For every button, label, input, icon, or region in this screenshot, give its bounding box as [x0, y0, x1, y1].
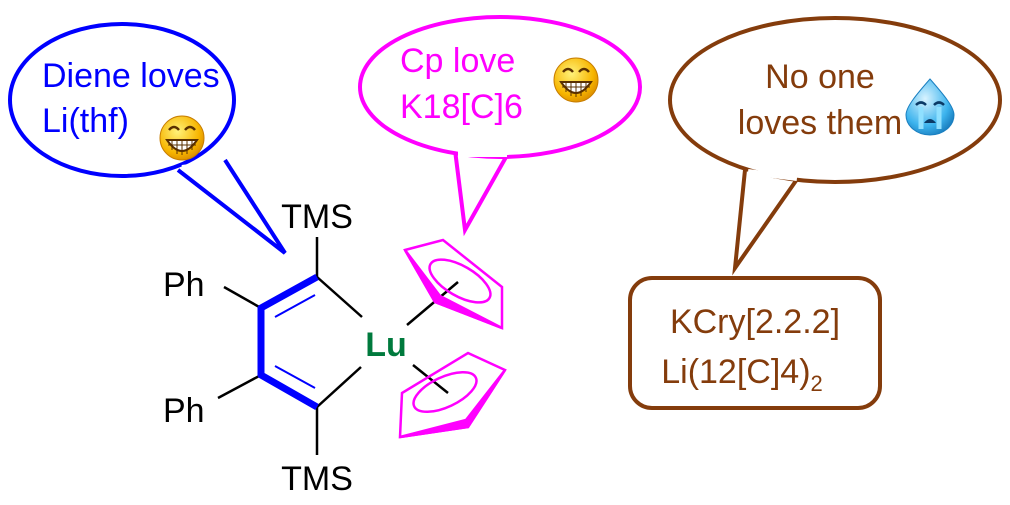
diene-ring	[257, 273, 319, 411]
no-one-speech-bubble: No one loves them	[668, 16, 1002, 276]
box-line1: KCry[2.2.2]	[670, 303, 840, 341]
ph-bottom-label: Ph	[163, 392, 205, 430]
diene-bubble-line2: Li(thf)	[42, 102, 129, 140]
diene-bubble-line1: Diene loves	[42, 57, 220, 95]
diene-speech-bubble: Diene loves Li(thf)	[8, 22, 287, 255]
grinning-face-icon	[552, 56, 600, 104]
no-one-bubble-line2: loves them	[738, 104, 902, 142]
grinning-face-icon	[158, 114, 206, 162]
cyclopentadienyl-ring-top	[403, 238, 504, 330]
cyclopentadienyl-ring-bottom	[398, 351, 507, 439]
counterion-box: KCry[2.2.2] Li(12[C]4)2	[628, 276, 882, 410]
cp-bubble-line2: K18[C]6	[400, 88, 523, 126]
tms-top-label: TMS	[281, 198, 353, 236]
lutetium-label: Lu	[365, 326, 407, 364]
single-bonds	[217, 237, 459, 455]
box-line2: Li(12[C]4)2	[661, 353, 823, 396]
crying-face-icon	[905, 78, 955, 136]
no-one-bubble-line1: No one	[765, 58, 875, 96]
box-line2-main: Li(12[C]4)	[661, 353, 810, 391]
ph-top-label: Ph	[163, 266, 205, 304]
box-line2-subscript: 2	[811, 371, 823, 396]
cp-speech-bubble: Cp love K18[C]6	[358, 15, 642, 237]
cp-bubble-line1: Cp love	[400, 42, 515, 80]
metallacycle-structure: TMS TMS Ph Ph Lu	[163, 198, 507, 498]
tms-bottom-label: TMS	[281, 460, 353, 498]
